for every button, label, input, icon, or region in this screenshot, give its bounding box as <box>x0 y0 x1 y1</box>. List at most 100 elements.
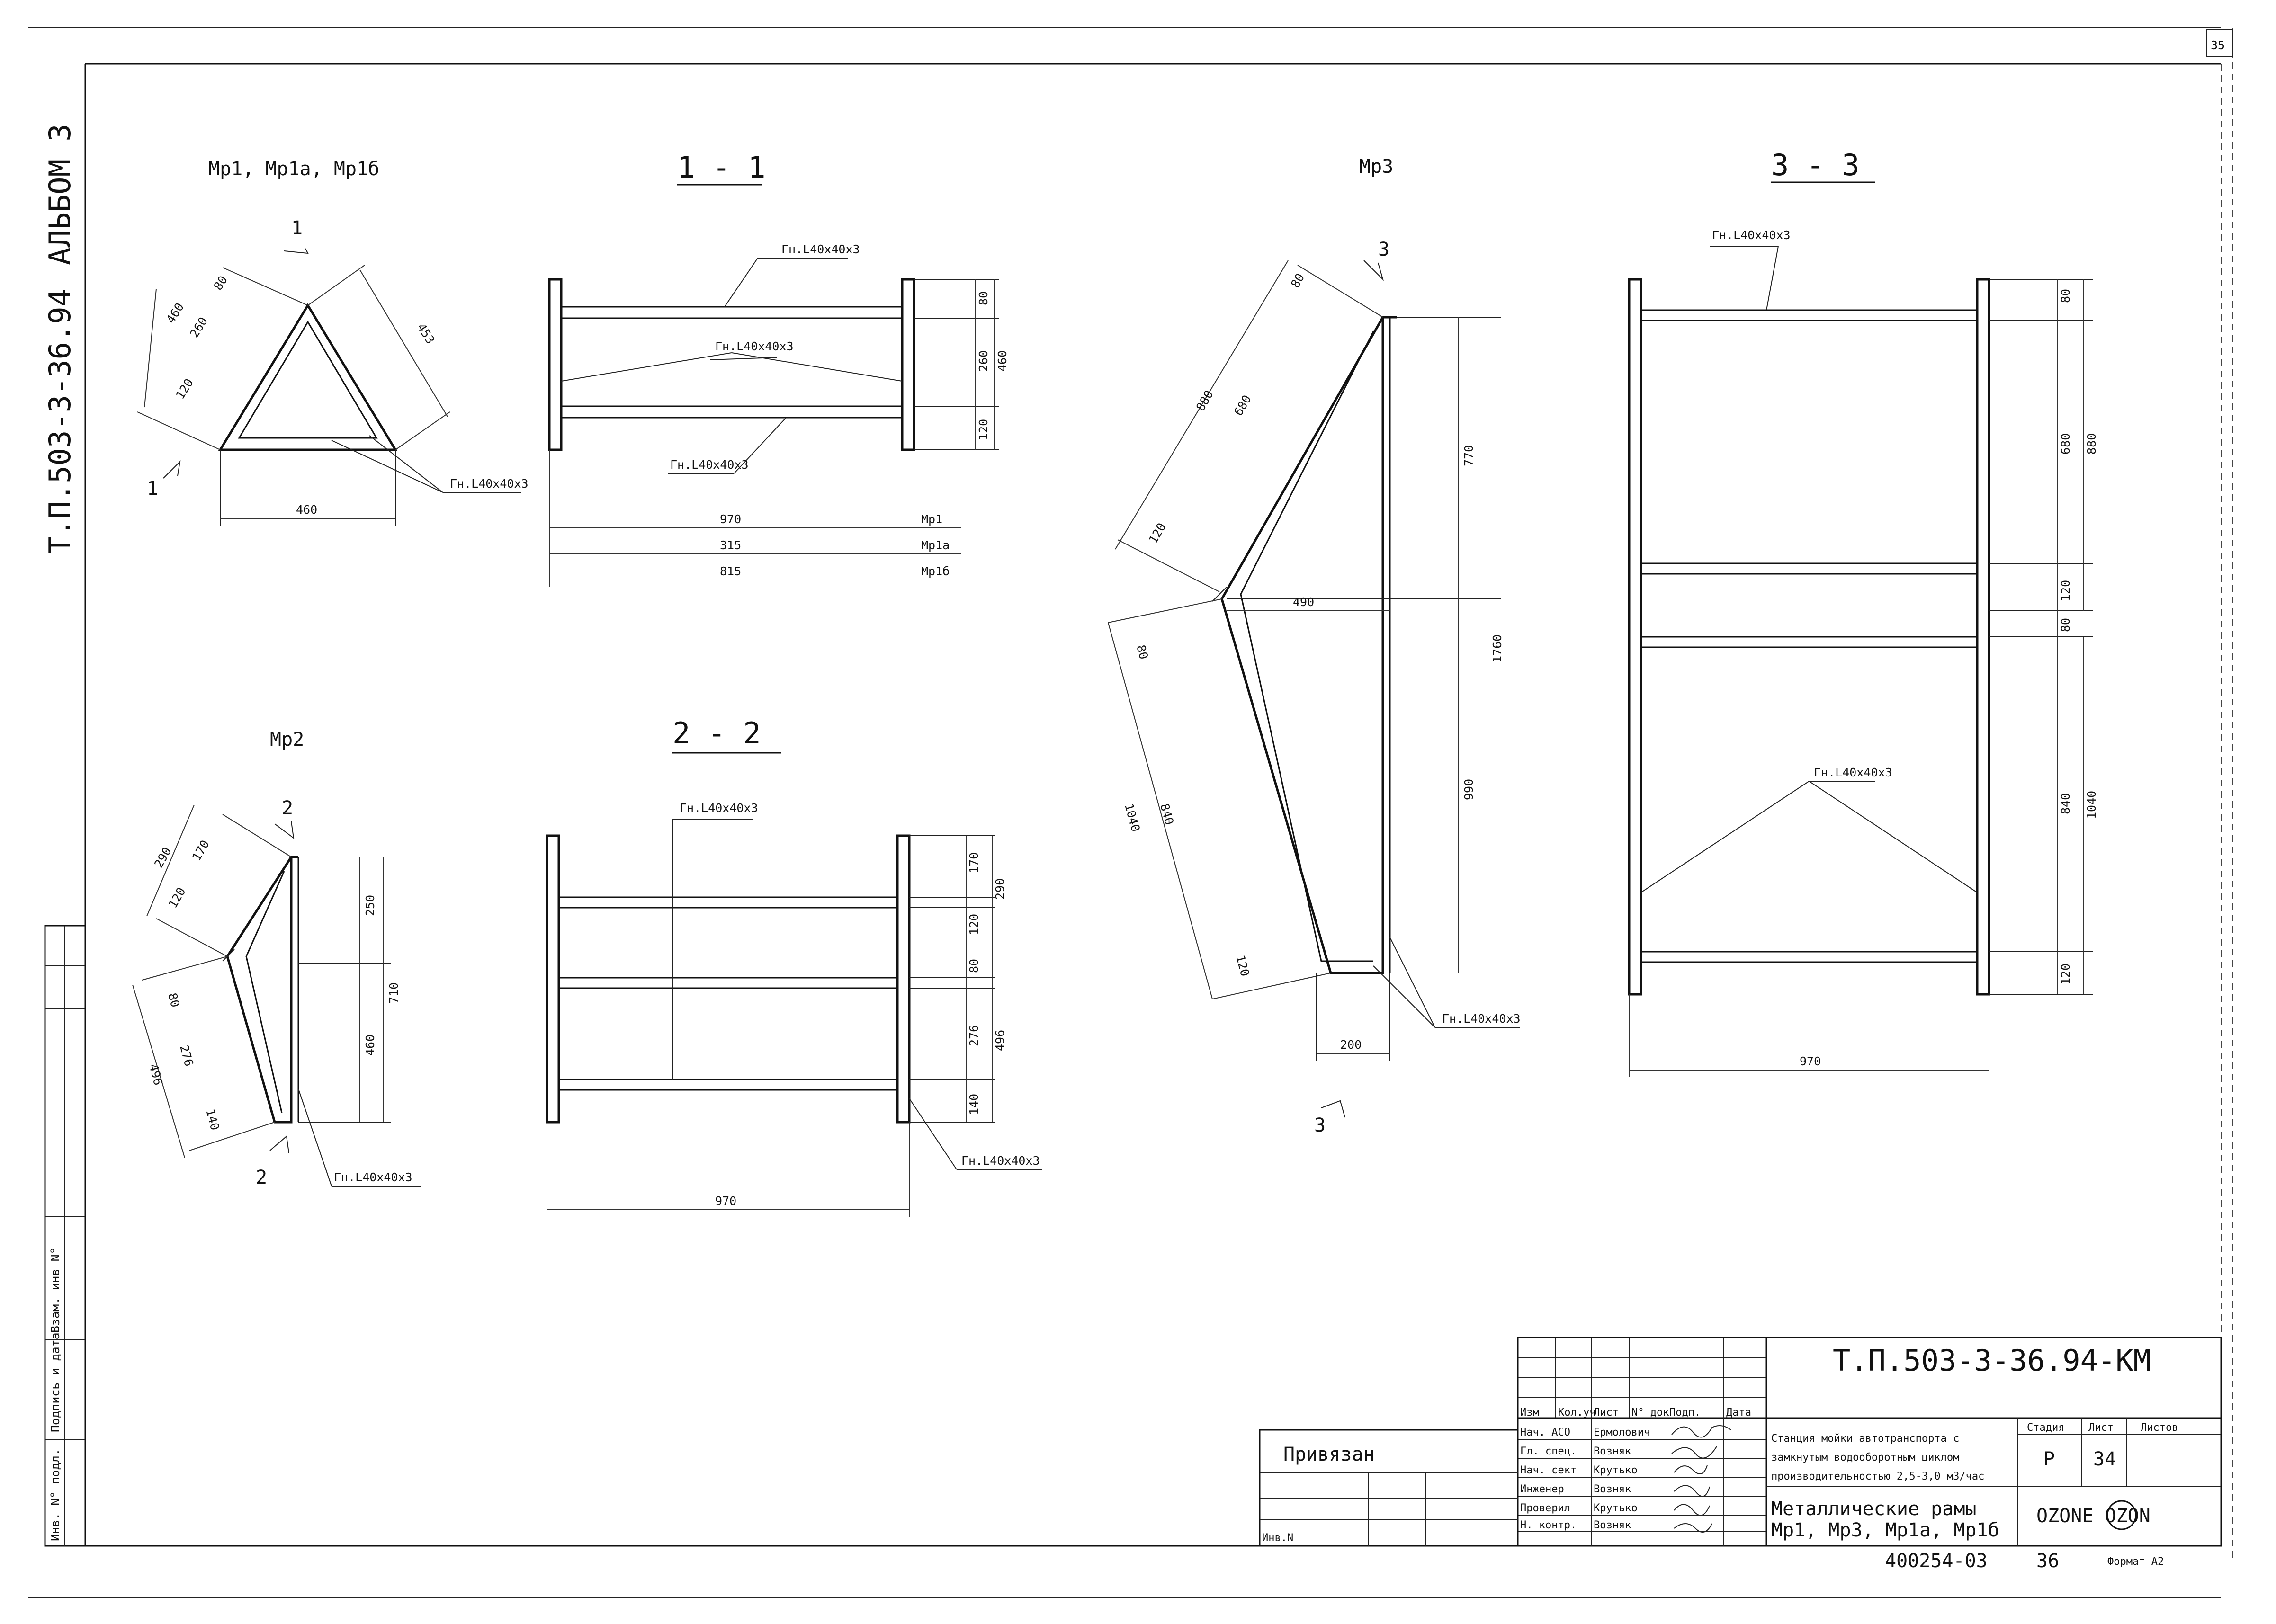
profile-label-mp3: Гн.L40х40х3 <box>1442 1012 1521 1026</box>
dim-1-1-260: 260 <box>977 350 990 372</box>
dim-mp1-80: 80 <box>211 273 230 293</box>
staff-role: Гл. спец. <box>1520 1446 1577 1457</box>
stage-value: Р <box>2043 1448 2055 1470</box>
dim-1-1-120: 120 <box>977 419 990 440</box>
section-title-3-3: 3 - 3 <box>1771 148 1860 182</box>
dim-mp3-1040: 1040 <box>1122 802 1143 833</box>
profile-label-3-3-mid: Гн.L40х40х3 <box>1814 766 1892 779</box>
sheet-label: Лист <box>2088 1422 2114 1434</box>
header-izm: Изм <box>1520 1407 1539 1419</box>
dim-mp1-120: 120 <box>173 376 196 402</box>
dim-mp3-490: 490 <box>1293 595 1314 609</box>
section-mark-3-top: 3 <box>1378 239 1389 260</box>
dim-mp2-250: 250 <box>363 895 377 916</box>
project-name: Станция мойки автотранспорта с замкнутым… <box>1771 1433 1984 1482</box>
header-kol-uch: Кол.уч <box>1558 1407 1595 1419</box>
mark-1-1-mp1a: Мр1а <box>921 538 950 552</box>
format-label: Формат А2 <box>2107 1556 2164 1568</box>
side-label-inv: Инв. N° подл. <box>48 1448 62 1541</box>
view-title-mp1: Мр1, Мр1а, Мр1б <box>208 158 379 180</box>
sheet-title-line: Мр1, Мр3, Мр1а, Мр1б <box>1771 1519 1999 1541</box>
sheets-label: Листов <box>2141 1422 2178 1434</box>
approval-side-table: Инв. N° подл. Подпись и дата Взам. инв N… <box>44 925 86 1547</box>
sheet-title-line: Металлические рамы <box>1771 1498 1976 1520</box>
profile-label-2-2-top: Гн.L40х40х3 <box>680 801 758 815</box>
mark-1-1-mp1: Мр1 <box>921 512 942 526</box>
sheet-title: Металлические рамы Мр1, Мр3, Мр1а, Мр1б <box>1771 1498 1999 1541</box>
staff-name: Крутько <box>1594 1502 1638 1514</box>
staff-rows: Нач. АСО Ермолович Гл. спец. Возняк Нач.… <box>1520 1427 1650 1531</box>
dim-3-3-880: 880 <box>2085 433 2098 455</box>
dim-mp1-453: 453 <box>414 321 438 347</box>
revision-grid <box>1518 1338 1766 1546</box>
dim-mp3-80-top: 80 <box>1288 271 1307 290</box>
dim-1-1-460: 460 <box>995 350 1009 372</box>
dim-3-3-80-mid: 80 <box>2059 618 2072 632</box>
project-name-line: производительностью 2,5-3,0 м3/час <box>1771 1471 1984 1482</box>
side-label-sign: Подпись и дата <box>48 1332 62 1432</box>
header-date: Дата <box>1726 1407 1751 1419</box>
view-title-mp2: Мр2 <box>270 729 304 750</box>
dim-3-3-80-top: 80 <box>2059 289 2072 303</box>
sheet-frame: 35 <box>28 27 2233 1598</box>
profile-label-1-1-mid: Гн.L40х40х3 <box>715 339 794 353</box>
staff-name: Возняк <box>1594 1446 1631 1457</box>
dim-3-3-120-bot: 120 <box>2059 964 2072 985</box>
section-mark-3-bottom: 3 <box>1314 1115 1326 1136</box>
company-logo-text: OZONE OZON <box>2036 1505 2151 1527</box>
staff-role: Нач. АСО <box>1520 1427 1570 1438</box>
length-1-1-315: 315 <box>720 538 741 552</box>
stage-label: Стадия <box>2027 1422 2064 1434</box>
view-mp1: Мр1, Мр1а, Мр1б 460 80 260 460 120 453 1… <box>137 158 529 526</box>
dim-2-2-120: 120 <box>967 914 981 935</box>
staff-role: Инженер <box>1520 1483 1564 1495</box>
footer-number: 400254-03 <box>1885 1550 1988 1572</box>
dim-3-3-680: 680 <box>2059 433 2072 455</box>
dim-2-2-276: 276 <box>967 1025 981 1046</box>
dim-mp3-880: 880 <box>1193 388 1216 413</box>
header-sign: Подп. <box>1669 1407 1701 1419</box>
tied-label: Привязан <box>1283 1444 1375 1465</box>
profile-label-3-3-top: Гн.L40х40х3 <box>1712 228 1791 242</box>
dim-2-2-80: 80 <box>967 959 981 973</box>
signatures <box>1671 1425 1731 1533</box>
profile-label-mp1: Гн.L40х40х3 <box>450 477 529 491</box>
dim-2-2-140: 140 <box>967 1094 981 1115</box>
dim-mp2-710: 710 <box>387 982 401 1004</box>
dim-mp3-120-low: 120 <box>1233 954 1252 978</box>
title-block: Изм Кол.уч Лист N° док Подп. Дата Нач. А… <box>1259 1337 2222 1572</box>
length-1-1-815: 815 <box>720 564 741 578</box>
profile-label-1-1-bottom: Гн.L40х40х3 <box>670 458 749 472</box>
inv-label: Инв.N <box>1262 1532 1293 1544</box>
project-name-line: замкнутым водооборотным циклом <box>1771 1452 1959 1463</box>
dim-mp3-200: 200 <box>1340 1038 1362 1052</box>
tied-block: Привязан Инв.N <box>1259 1429 1519 1547</box>
album-label: АЛЬБОМ 3 <box>43 124 77 265</box>
section-title-1-1: 1 - 1 <box>677 150 766 185</box>
dim-mp1-460: 460 <box>163 301 187 326</box>
dim-mp2-120: 120 <box>166 885 188 910</box>
footer-sheet: 36 <box>2036 1550 2059 1572</box>
dim-mp3-680: 680 <box>1231 393 1254 418</box>
project-name-line: Станция мойки автотранспорта с <box>1771 1433 1959 1445</box>
document-code: Т.П.503-3-36.94-КМ <box>1833 1343 2151 1378</box>
profile-label-2-2-bottom: Гн.L40х40х3 <box>961 1154 1040 1168</box>
staff-name: Крутько <box>1594 1464 1638 1476</box>
dim-mp3-1760: 1760 <box>1490 634 1504 663</box>
view-title-mp3: Мр3 <box>1359 156 1393 178</box>
header-list: Лист <box>1594 1407 1619 1419</box>
left-margin: АЛЬБОМ 3 Т.П.503-3-36.94 Инв. N° подл. П… <box>43 124 86 1547</box>
project-code-vertical: Т.П.503-3-36.94 <box>43 289 77 554</box>
section-mark-1-bottom: 1 <box>147 478 158 500</box>
mark-1-1-mp1b: Мр1б <box>921 564 950 578</box>
staff-role: Нач. сект <box>1520 1464 1577 1476</box>
dim-mp2-170: 170 <box>189 838 212 863</box>
width-2-2-970: 970 <box>715 1194 736 1208</box>
width-3-3-970: 970 <box>1800 1054 1821 1068</box>
dim-mp2-80: 80 <box>165 991 182 1009</box>
dim-mp3-840: 840 <box>1157 802 1176 826</box>
profile-label-1-1-top: Гн.L40х40х3 <box>781 242 860 256</box>
staff-name: Возняк <box>1594 1483 1631 1495</box>
section-2-2: 2 - 2 170 290 120 80 276 496 140 Гн.L40х… <box>546 716 1042 1217</box>
